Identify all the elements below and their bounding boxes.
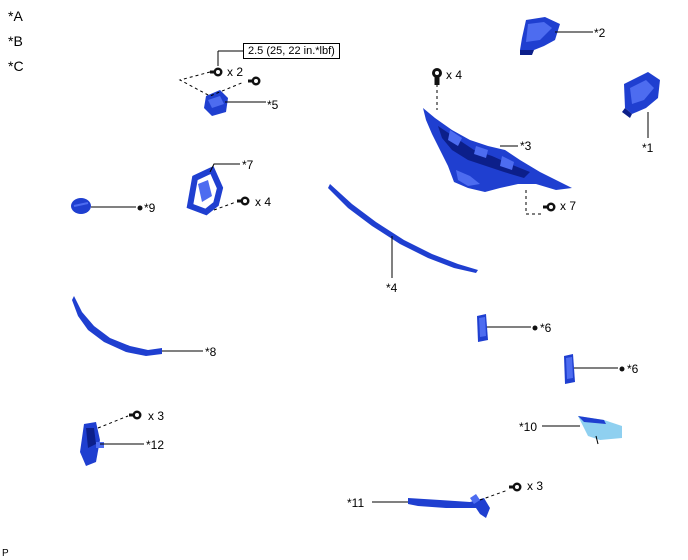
- dot-6b: [619, 366, 625, 372]
- part-label-10: *10: [519, 420, 538, 434]
- part-1-bracket: [622, 72, 660, 118]
- part-label-5: *5: [267, 98, 279, 112]
- qty-clip-3: x 4: [446, 68, 463, 82]
- part-label-12: *12: [146, 438, 165, 452]
- screw-icon-11: [509, 482, 522, 492]
- qty-screw-12: x 3: [148, 409, 165, 423]
- part-label-11: *11: [347, 496, 365, 510]
- part-5-sensor: [204, 90, 228, 116]
- qty-bolt-5: x 2: [227, 65, 244, 79]
- part-label-9: *9: [144, 201, 156, 215]
- legend-key-c: *C: [8, 58, 24, 74]
- part-6-cover-b: [564, 354, 575, 384]
- part-label-6b: *6: [627, 362, 639, 376]
- part-7-bracket: [186, 165, 224, 216]
- dash-bolt-5: [178, 71, 245, 97]
- dot-6a: [532, 325, 538, 331]
- part-label-6a: *6: [540, 321, 552, 335]
- qty-screw-11: x 3: [527, 479, 544, 493]
- part-3-grille-bracket: [423, 108, 572, 192]
- dash-screw-12: [97, 415, 129, 429]
- part-8-lower-molding: [72, 296, 162, 356]
- part-label-1: *1: [642, 141, 654, 155]
- part-11-lower-trim: [408, 494, 490, 518]
- legend-key-b: *B: [8, 33, 23, 49]
- qty-screw-7: x 4: [255, 195, 272, 209]
- figure-code: P: [2, 548, 9, 559]
- part-12-bracket: [80, 422, 104, 466]
- part-label-2: *2: [594, 26, 606, 40]
- dash-screw-3: [525, 190, 542, 215]
- part-label-7: *7: [242, 158, 254, 172]
- qty-screw-3: x 7: [560, 199, 577, 213]
- screw-icon-3: [543, 202, 556, 212]
- bolt-icon-5b: [248, 76, 261, 86]
- screw-icon-12: [129, 410, 142, 420]
- part-10-lens: [578, 416, 622, 445]
- part-6-cover-a: [477, 314, 488, 342]
- screw-icon-7: [237, 196, 250, 206]
- torque-spec-box: 2.5 (25, 22 in.*lbf): [243, 43, 340, 59]
- legend-key-a: *A: [8, 8, 23, 24]
- dash-screw-7: [213, 201, 237, 211]
- dash-screw-11: [479, 489, 509, 501]
- part-4-long-molding: [328, 184, 478, 273]
- part-label-4: *4: [386, 281, 398, 295]
- part-label-3: *3: [520, 139, 532, 153]
- bolt-icon-5a: [210, 67, 223, 77]
- dot-9: [137, 205, 143, 211]
- leader-line-7: [209, 163, 240, 173]
- part-label-8: *8: [205, 345, 217, 359]
- part-9-emblem: [71, 198, 91, 214]
- clip-icon-3: [432, 68, 442, 85]
- part-2-bracket: [520, 17, 560, 55]
